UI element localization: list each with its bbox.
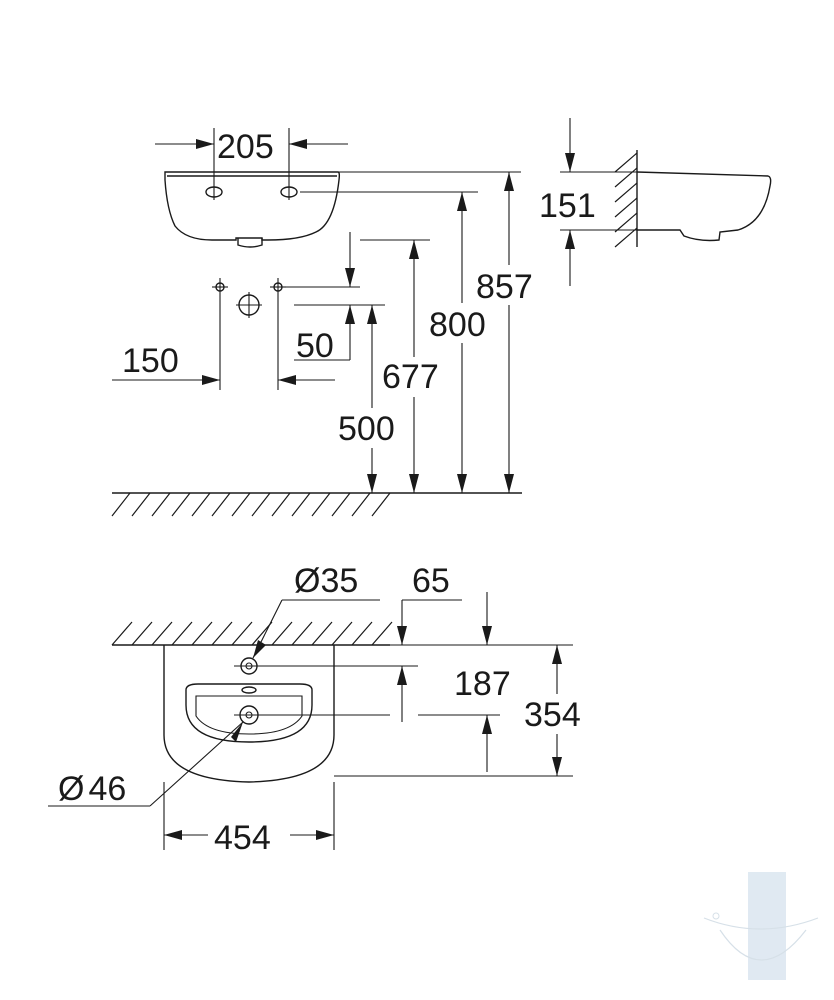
supply-connection-left — [212, 278, 228, 390]
dim-hole-spacing: 205 — [217, 128, 274, 166]
basin-front-outline — [164, 171, 341, 241]
dim-basin-width: 454 — [214, 819, 271, 857]
side-elevation: 151 — [539, 118, 772, 286]
dim-supply-offset: 50 — [296, 327, 334, 365]
waste-outlet — [237, 238, 263, 248]
dim-tap-to-drain: 187 — [454, 665, 511, 703]
basin-plan-outline — [163, 645, 335, 783]
watermark-logo — [703, 872, 819, 980]
plan-wall-hatch — [111, 621, 393, 646]
dim-basin-depth: 354 — [524, 696, 581, 734]
dim-wall-depth: 151 — [539, 187, 596, 225]
dim-supply-height: 500 — [338, 410, 395, 448]
basin-bowl — [185, 683, 313, 743]
basin-side-outline — [636, 171, 772, 242]
dim-tap-offset: 65 — [412, 562, 450, 600]
overflow-slot — [241, 686, 257, 694]
front-elevation: 205 50 — [111, 128, 546, 517]
dim-rim-height: 800 — [429, 306, 486, 344]
dim-total-height: 857 — [476, 268, 533, 306]
dim-supply-spacing: 150 — [122, 342, 179, 380]
wall-hatch — [614, 152, 638, 248]
drain-connection — [236, 292, 262, 318]
diameter-symbol: Ø — [294, 562, 320, 600]
dim-drain-height: 677 — [382, 358, 439, 396]
supply-connection-right — [270, 278, 286, 390]
dim-overflow-diameter: Ø35 — [294, 562, 358, 600]
floor-hatch — [111, 492, 522, 517]
